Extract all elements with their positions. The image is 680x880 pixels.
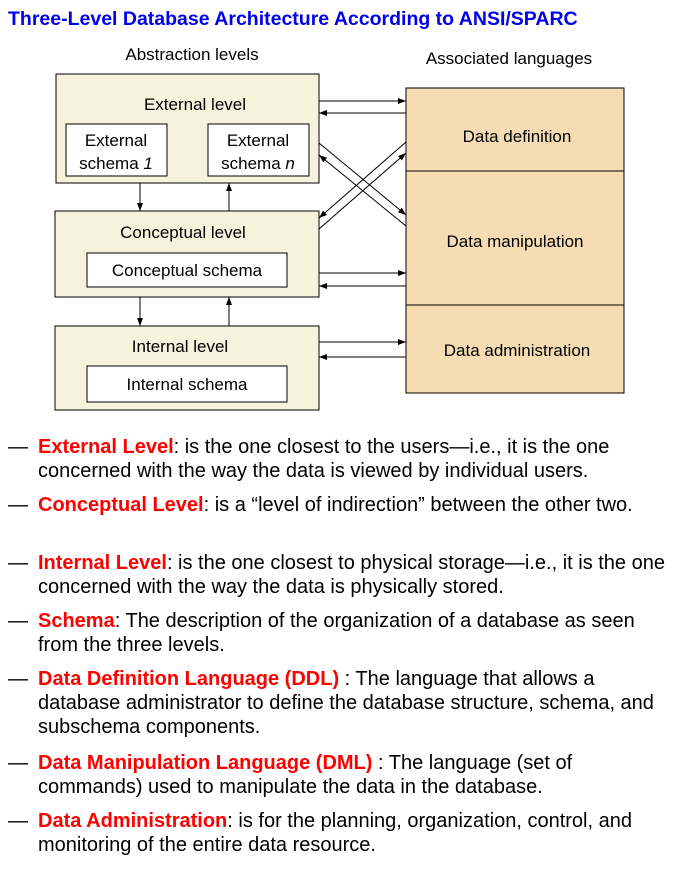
dash: — — [8, 668, 28, 690]
definition-text: : is the one closest to the users—i.e., … — [38, 436, 610, 482]
languages-box — [405, 87, 625, 394]
external-schema-n-label-2: schema n — [221, 154, 295, 173]
definition-schema: — Schema: The description of the organiza… — [8, 609, 676, 657]
slide-title: Three-Level Database Architecture Accord… — [8, 8, 578, 30]
arrow-diagonal — [318, 142, 407, 216]
definition-ddl: — Data Definition Language (DDL) : The la… — [8, 667, 676, 739]
definition-text: : is a “level of indirection” between th… — [203, 494, 633, 516]
definition-data-administration: — Data Administration: is for the plannin… — [8, 809, 676, 857]
conceptual-schema-label: Conceptual schema — [112, 261, 263, 280]
definition-text: : is the one closest to physical storage… — [38, 552, 665, 598]
internal-schema-label: Internal schema — [127, 375, 248, 394]
data-definition-label: Data definition — [463, 127, 572, 146]
external-schema-1-box — [65, 123, 168, 177]
abstraction-levels-heading: Abstraction levels — [125, 45, 258, 64]
term: Data Administration — [38, 810, 228, 832]
external-schema-n-label: External — [227, 131, 289, 150]
definition-external-level: — External Level: is the one closest to t… — [8, 435, 676, 483]
definition-text: : The language (set of commands) used to… — [38, 752, 573, 798]
arrows — [137, 98, 407, 360]
data-administration-label: Data administration — [444, 341, 590, 360]
external-schema-n-box — [207, 123, 310, 177]
arrow-diagonal — [318, 141, 407, 219]
term: Schema — [38, 610, 115, 632]
associated-languages-heading: Associated languages — [426, 49, 592, 68]
term: Data Definition Language (DDL) — [38, 668, 340, 690]
term: Data Manipulation Language (DML) — [38, 752, 373, 774]
conceptual-schema-box — [86, 252, 288, 288]
architecture-diagram: Abstraction levels Associated languages … — [54, 45, 625, 411]
term: Internal Level — [38, 552, 167, 574]
definition-conceptual-level: — Conceptual Level: is a “level of indire… — [8, 493, 676, 517]
definition-text: : The language that allows a database ad… — [38, 668, 654, 738]
internal-schema-box — [86, 365, 288, 403]
definition-internal-level: — Internal Level: is the one closest to p… — [8, 551, 676, 599]
arrow-diagonal — [318, 152, 407, 230]
dash: — — [8, 810, 28, 832]
external-schema-1-label-2: schema 1 — [79, 154, 153, 173]
internal-level-label: Internal level — [132, 337, 228, 356]
definition-text: : is for the planning, organization, con… — [38, 810, 632, 856]
dash: — — [8, 436, 28, 458]
term: Conceptual Level — [38, 494, 204, 516]
data-manipulation-label: Data manipulation — [446, 232, 583, 251]
conceptual-level-label: Conceptual level — [120, 223, 246, 242]
dash: — — [8, 752, 28, 774]
definition-text: : The description of the organization of… — [38, 610, 635, 656]
dash: — — [8, 494, 28, 516]
term: External Level — [38, 436, 174, 458]
definition-dml: — Data Manipulation Language (DML) : The … — [8, 751, 676, 799]
dash: — — [8, 610, 28, 632]
dash: — — [8, 552, 28, 574]
external-level-label: External level — [144, 95, 246, 114]
external-schema-1-label: External — [85, 131, 147, 150]
